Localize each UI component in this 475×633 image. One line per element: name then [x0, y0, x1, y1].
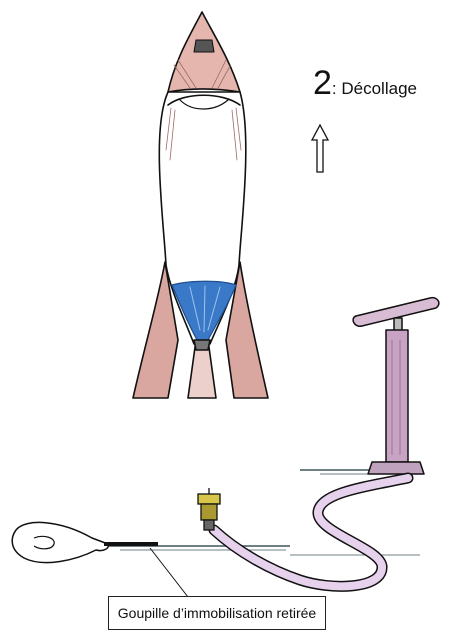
launch-valve-icon	[198, 488, 220, 530]
step-title: : Décollage	[332, 79, 417, 98]
rocket-nose-tip	[194, 40, 214, 52]
pump-barrel	[386, 330, 408, 462]
rocket-nozzle	[194, 340, 210, 350]
bicycle-pump-icon	[353, 298, 439, 474]
step-label: 2: Décollage	[313, 66, 417, 100]
step-number: 2	[313, 64, 332, 102]
hand-icon	[12, 522, 108, 562]
callout-leader	[150, 548, 188, 597]
bottle-rocket-icon	[133, 12, 268, 398]
pin-removed-callout: Goupille d’immobilisation retirée	[108, 596, 326, 630]
callout-text: Goupille d’immobilisation retirée	[118, 605, 316, 621]
up-arrow-icon	[312, 125, 328, 172]
pump-base	[368, 462, 424, 474]
pump-hose	[214, 478, 408, 586]
